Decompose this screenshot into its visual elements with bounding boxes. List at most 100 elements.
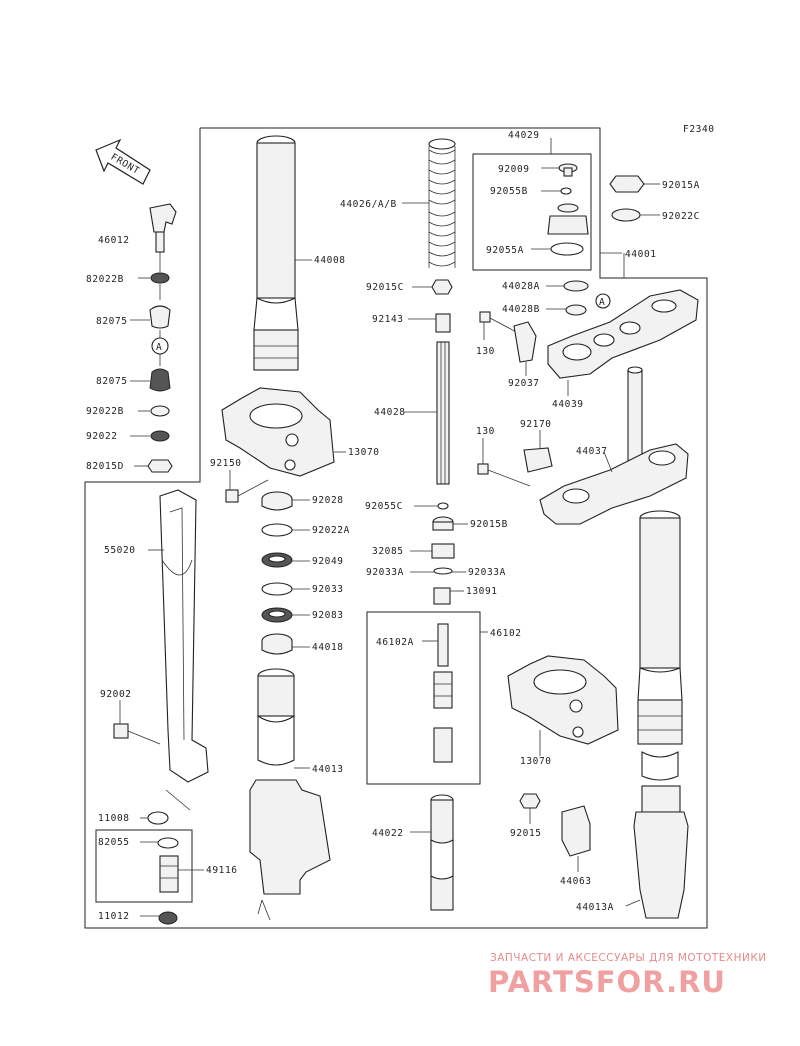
bracket-13070-upper — [221, 387, 335, 477]
label-44037: 44037 — [576, 446, 608, 457]
spacer-44022 — [430, 794, 454, 911]
bracket-13070-lower — [507, 655, 619, 745]
rod-44028 — [436, 341, 450, 485]
label-92150: 92150 — [210, 458, 242, 469]
label-44013a: 44013A — [576, 902, 614, 913]
label-44039: 44039 — [552, 399, 584, 410]
label-46102a: 46102A — [376, 637, 414, 648]
cap-82075-upper — [149, 305, 171, 329]
bearing-44028a — [563, 280, 589, 292]
part-labels: F2340 44029 92009 92055B 92055A 44001 92… — [86, 124, 715, 922]
label-46012: 46012 — [98, 235, 130, 246]
leader-lines — [119, 138, 660, 917]
label-92033: 92033 — [312, 584, 344, 595]
label-82075-upper: 82075 — [96, 316, 128, 327]
oring-11008 — [147, 811, 169, 825]
seal-92083 — [261, 607, 293, 623]
bolt-130-upper — [479, 311, 521, 335]
damper-subframe — [366, 611, 481, 785]
oring-92055c — [437, 502, 449, 510]
washer-92022c — [611, 208, 641, 222]
label-44001: 44001 — [625, 249, 657, 260]
watermark-tagline: ЗАПЧАСТИ И АКСЕССУАРЫ ДЛЯ МОТОТЕХНИКИ — [490, 952, 767, 964]
label-92028: 92028 — [312, 495, 344, 506]
ring-32085 — [431, 543, 455, 559]
label-13091: 13091 — [466, 586, 498, 597]
label-82015d: 82015D — [86, 461, 124, 472]
bolt-130-lower — [477, 463, 531, 487]
nut-92015 — [519, 793, 541, 809]
valve-49116 — [159, 855, 179, 893]
washer-82022b — [150, 272, 170, 284]
collar-92143 — [435, 313, 451, 333]
clip-92033 — [261, 582, 293, 596]
label-92022c: 92022C — [662, 211, 700, 222]
upper-clamp-44039 — [547, 280, 699, 379]
label-92033a-left: 92033A — [366, 567, 404, 578]
label-32085: 32085 — [372, 546, 404, 557]
label-92055a: 92055A — [486, 245, 524, 256]
label-92022: 92022 — [86, 431, 118, 442]
label-11012: 11012 — [98, 911, 130, 922]
fork-guard-55020 — [159, 489, 209, 783]
bleed-screw-46012 — [149, 203, 177, 253]
label-44063: 44063 — [560, 876, 592, 887]
label-44008: 44008 — [314, 255, 346, 266]
washer-92022a — [261, 523, 293, 537]
label-130-lower: 130 — [476, 426, 495, 437]
inner-tube-right — [637, 510, 683, 745]
bushing-44018 — [261, 633, 293, 655]
label-46102: 46102 — [490, 628, 522, 639]
bolt-92150 — [225, 479, 269, 503]
label-44028a: 44028A — [502, 281, 540, 292]
label-92049: 92049 — [312, 556, 344, 567]
clamp-44063 — [561, 805, 591, 857]
piston-92015b — [432, 516, 454, 531]
label-13070-lower: 13070 — [520, 756, 552, 767]
oring-82055 — [157, 837, 179, 849]
label-13070-upper: 13070 — [348, 447, 380, 458]
label-92015: 92015 — [510, 828, 542, 839]
assembly-frame — [84, 127, 708, 929]
nut-92015a — [609, 175, 645, 193]
label-92033a-right: 92033A — [468, 567, 506, 578]
label-92015a: 92015A — [662, 180, 700, 191]
label-92009: 92009 — [498, 164, 530, 175]
label-130-upper: 130 — [476, 346, 495, 357]
figure-code: F2340 — [683, 124, 715, 135]
bolt-92002 — [113, 723, 161, 745]
label-44018: 44018 — [312, 642, 344, 653]
nut-82015d — [147, 459, 173, 473]
label-44026: 44026/A/B — [340, 199, 397, 210]
label-92015b: 92015B — [470, 519, 508, 530]
label-82022b: 82022B — [86, 274, 124, 285]
cap-82075-lower — [149, 368, 171, 392]
label-44013: 44013 — [312, 764, 344, 775]
valve-subframe — [95, 829, 193, 903]
label-44022: 44022 — [372, 828, 404, 839]
label-82055: 82055 — [98, 837, 130, 848]
seal-92049 — [261, 552, 293, 568]
bracket-92170 — [523, 447, 553, 473]
washer-92022b — [150, 405, 170, 417]
label-55020: 55020 — [104, 545, 136, 556]
label-44029: 44029 — [508, 130, 540, 141]
oring-92055a — [550, 242, 584, 256]
oring-92055b — [560, 187, 572, 195]
label-92083: 92083 — [312, 610, 344, 621]
bushing-92028 — [261, 491, 293, 511]
label-82075-lower: 82075 — [96, 376, 128, 387]
nut-13091 — [433, 587, 451, 605]
callout-a-right-label: A — [599, 297, 605, 308]
watermark-logo: PARTSFOR.RU — [488, 965, 726, 999]
label-92002: 92002 — [100, 689, 132, 700]
label-44028: 44028 — [374, 407, 406, 418]
nut-92015c — [431, 279, 453, 295]
front-arrow-icon: FRONT — [95, 138, 151, 185]
clip-92033a — [433, 567, 453, 575]
label-49116: 49116 — [206, 865, 238, 876]
seal-11012 — [158, 911, 178, 925]
cap-subframe — [472, 153, 592, 271]
stem-clamp-44037 — [539, 366, 689, 525]
